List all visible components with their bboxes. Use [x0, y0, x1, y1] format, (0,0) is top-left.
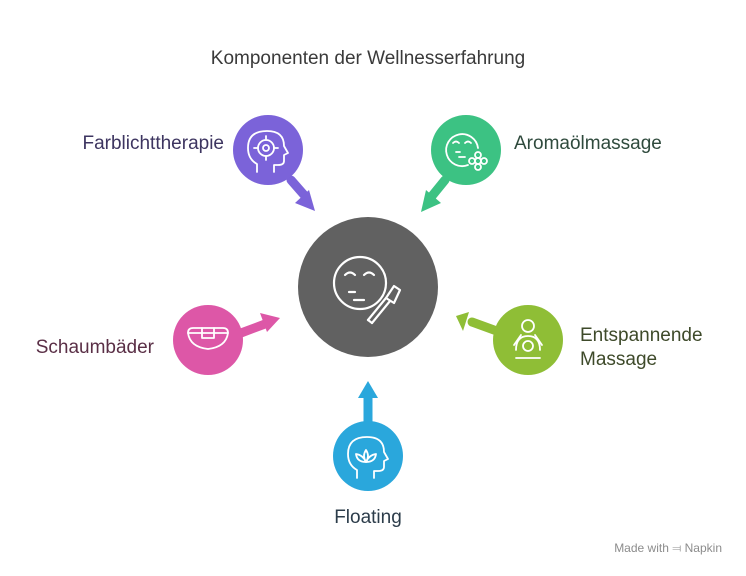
node-schaum [173, 305, 243, 375]
label-entspann-line1: Entspannende [580, 325, 703, 346]
label-farblicht: Farblichttherapie [82, 133, 224, 154]
arrow-aroma [421, 175, 450, 212]
watermark-prefix: Made with [614, 541, 669, 555]
arrow-schaum [236, 313, 280, 338]
label-entspann-line2: Massage [580, 349, 658, 370]
arrow-entspann [456, 312, 499, 335]
watermark-brand: Napkin [684, 541, 722, 555]
bathtub-icon [187, 327, 229, 350]
head-target-icon [247, 130, 289, 173]
node-floating [333, 421, 403, 491]
watermark: Made with ⫤ Napkin [614, 541, 722, 556]
center-node [298, 217, 438, 357]
head-lotus-icon [347, 436, 389, 479]
diagram-title: Komponenten der Wellnesserfahrung [210, 48, 526, 69]
label-floating: Floating [334, 507, 402, 528]
face-flower-icon [445, 133, 488, 171]
label-schaum: Schaumbäder [35, 337, 154, 358]
massage-person-icon [513, 319, 543, 359]
face-makeup-brush-icon [332, 255, 402, 325]
arrow-floating [358, 381, 378, 430]
label-entspann: Entspannende Massage [580, 324, 703, 372]
arrow-farblicht [286, 175, 315, 211]
node-farblicht [233, 115, 303, 185]
node-aroma [431, 115, 501, 185]
napkin-logo-icon: ⫤ [672, 541, 682, 555]
node-entspann [493, 305, 563, 375]
label-aroma: Aromaölmassage [514, 133, 662, 154]
